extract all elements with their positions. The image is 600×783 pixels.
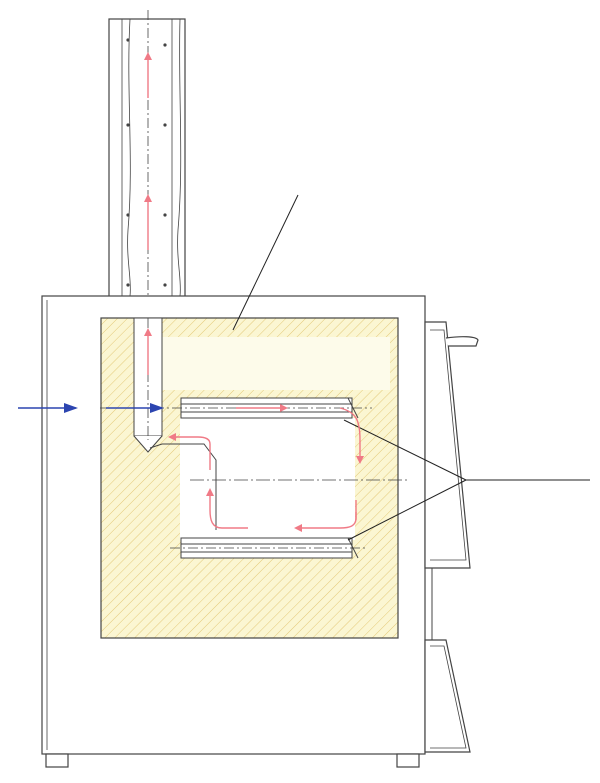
chimney xyxy=(108,10,186,301)
furnace-door xyxy=(424,321,479,753)
heating-element-bottom xyxy=(170,537,368,559)
flow-arrow-icon xyxy=(144,52,364,532)
chimney-rivets xyxy=(126,38,167,287)
leader-lines xyxy=(232,194,590,541)
insulation-block xyxy=(100,317,399,639)
